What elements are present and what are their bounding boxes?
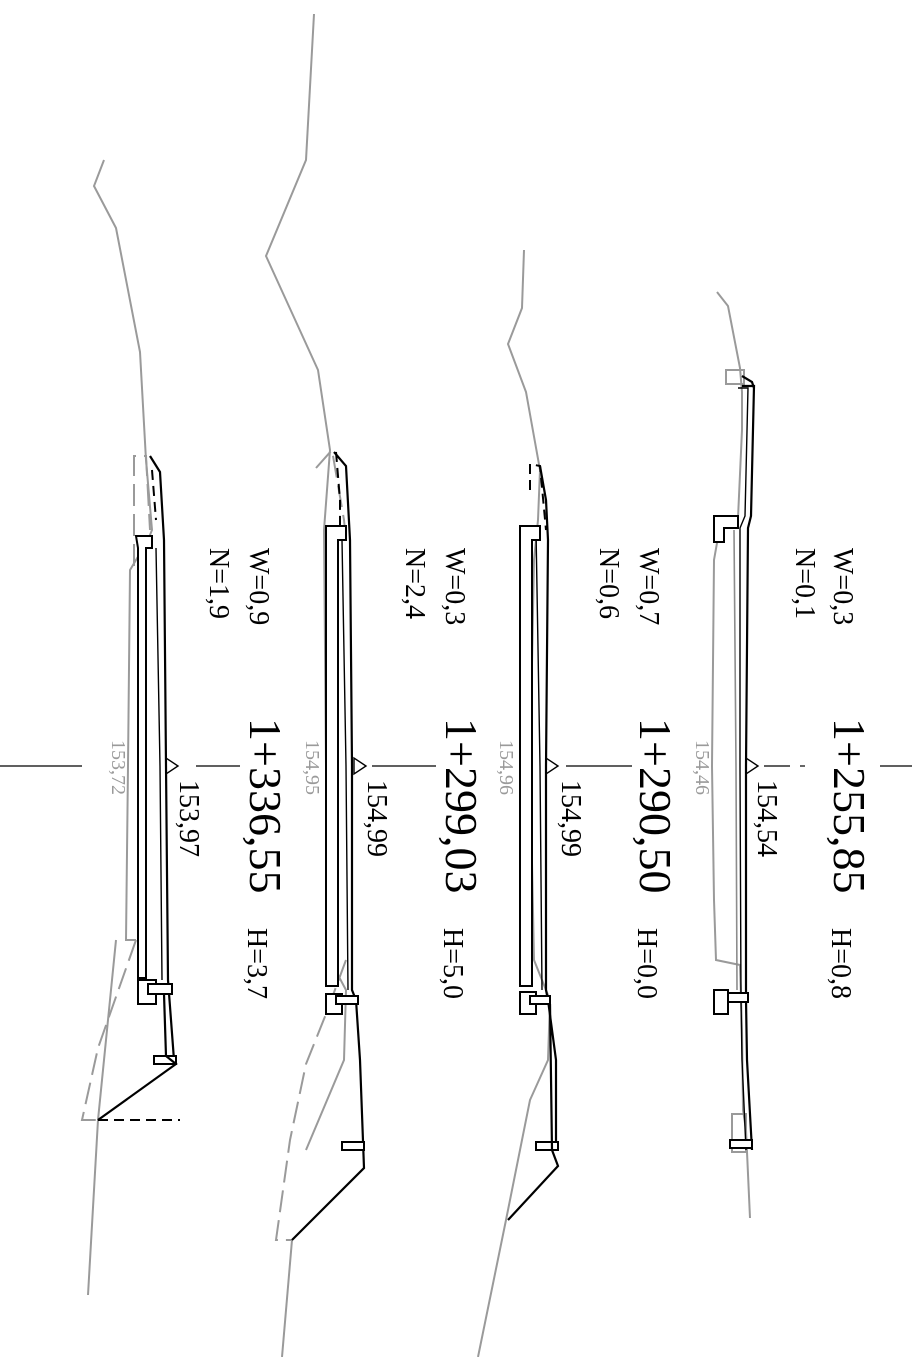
- road-structure: [134, 535, 153, 979]
- road-structure: [713, 515, 739, 543]
- terrain-dash: [80, 939, 137, 1121]
- area-n-label: N=1,9: [203, 548, 234, 619]
- area-n-label: N=2,4: [399, 548, 430, 619]
- axis-marker: [745, 756, 760, 776]
- terrain-block: [731, 1113, 747, 1153]
- road-layer: [733, 529, 738, 991]
- road-structure: [729, 1139, 753, 1149]
- elevation-axis-label: 154,99: [361, 780, 392, 857]
- height-label: H=3,7: [241, 928, 272, 999]
- road-outline: [742, 384, 756, 1151]
- station-label: 1+299,03: [436, 718, 487, 893]
- height-label: H=0,0: [631, 928, 662, 999]
- height-label: H=0,8: [825, 928, 856, 999]
- elevation-axis-label: 153,97: [173, 780, 204, 857]
- road-edge: [741, 375, 756, 389]
- station-label: 1+255,85: [824, 718, 875, 893]
- terrain-line: [281, 1239, 293, 1357]
- section-1-290-50: [477, 249, 560, 1357]
- road-structure: [341, 1141, 365, 1151]
- elevation-axis-label: 154,99: [555, 780, 586, 857]
- section-1-255-85: [710, 291, 760, 1219]
- terrain-line: [710, 291, 751, 1219]
- station-label: 1+290,50: [630, 718, 681, 893]
- road-outline: [738, 387, 749, 1151]
- axis-marker: [545, 756, 560, 776]
- road-layer: [341, 539, 349, 991]
- road-structure: [519, 525, 541, 987]
- road-dash: [151, 469, 157, 521]
- road-structure: [147, 983, 173, 995]
- elevation-ground-label: 154,46: [691, 740, 713, 795]
- axis-marker: [353, 756, 368, 776]
- terrain-line: [92, 159, 154, 941]
- terrain-line: [264, 13, 348, 1151]
- axis-marker: [165, 756, 180, 776]
- elevation-ground-label: 154,96: [495, 740, 517, 795]
- road-structure: [727, 992, 749, 1003]
- elevation-ground-label: 153,72: [107, 740, 129, 795]
- road-outline: [535, 529, 543, 991]
- road-dash: [335, 451, 341, 530]
- road-structure: [325, 525, 347, 987]
- section-1-299-03: [264, 13, 368, 1357]
- road-dash: [529, 462, 547, 531]
- section-1-336-55: [80, 159, 180, 1296]
- road-wall: [507, 1003, 560, 1221]
- area-w-label: W=0,3: [439, 548, 470, 625]
- elevation-ground-label: 154,95: [301, 740, 323, 795]
- road-structure: [713, 989, 729, 1015]
- road-wall: [97, 993, 178, 1121]
- area-w-label: W=0,7: [633, 548, 664, 625]
- road-structure: [335, 995, 359, 1005]
- elevation-axis-label: 154,54: [751, 780, 782, 857]
- area-w-label: W=0,3: [827, 548, 858, 625]
- height-label: H=5,0: [437, 928, 468, 999]
- area-n-label: N=0,1: [789, 548, 820, 619]
- road-structure: [535, 1141, 559, 1151]
- area-n-label: N=0,6: [593, 548, 624, 619]
- road-outline: [538, 465, 558, 1142]
- road-outline: [291, 451, 366, 1241]
- station-label: 1+336,55: [240, 718, 291, 893]
- road-structure: [529, 995, 551, 1005]
- road-layer: [155, 547, 163, 981]
- terrain-dash: [133, 455, 151, 566]
- terrain-line: [477, 249, 552, 1357]
- area-w-label: W=0,9: [243, 548, 274, 625]
